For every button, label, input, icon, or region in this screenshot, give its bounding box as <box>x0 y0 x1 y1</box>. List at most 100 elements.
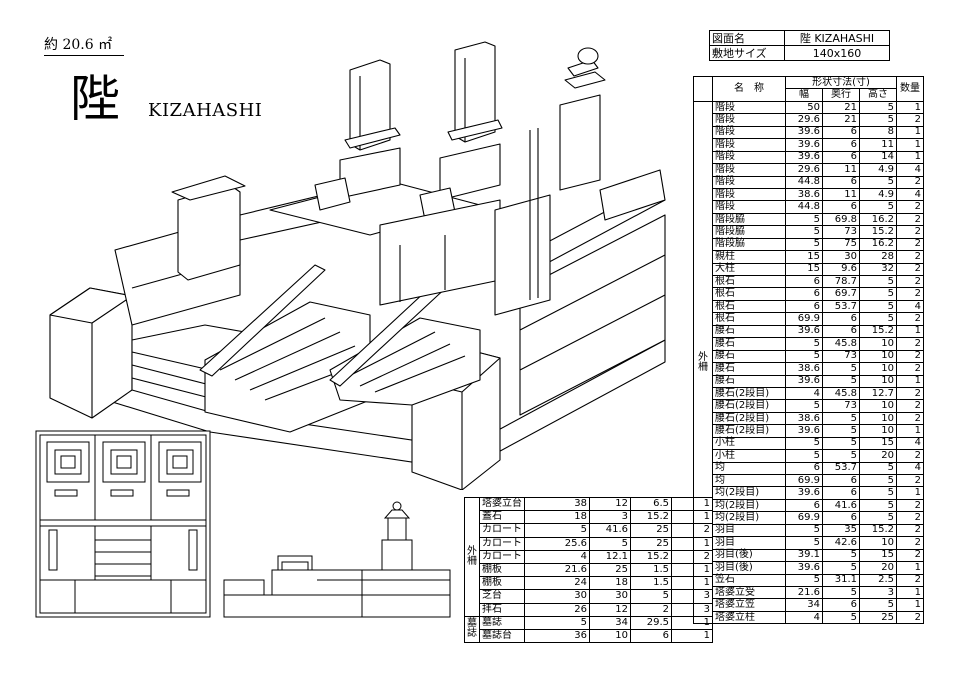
depth-cell: 12.1 <box>589 549 631 564</box>
part-name: 腰石 <box>712 374 786 388</box>
spec-col-height: 高さ <box>859 88 897 102</box>
height-cell: 14 <box>859 150 897 165</box>
qty-cell: 2 <box>896 212 924 227</box>
depth-cell: 12 <box>589 496 631 512</box>
part-name: 階段 <box>712 163 786 177</box>
width-cell: 39.6 <box>785 150 823 165</box>
spec-col-qty: 数量 <box>896 76 924 102</box>
part-name: 均 <box>712 473 786 488</box>
width-cell: 39.6 <box>785 324 823 339</box>
width-cell: 39.6 <box>785 424 823 438</box>
depth-cell: 34 <box>589 615 631 630</box>
qty-cell: 2 <box>896 536 924 550</box>
qty-cell: 2 <box>896 573 924 587</box>
width-cell: 18 <box>524 510 590 525</box>
qty-cell: 2 <box>896 511 924 525</box>
height-cell: 10 <box>859 411 897 426</box>
depth-cell: 5 <box>822 362 860 376</box>
depth-cell: 5 <box>822 561 860 575</box>
qty-cell: 1 <box>896 100 924 115</box>
part-name: 腰石 <box>712 324 786 339</box>
part-name: 拝石 <box>479 602 525 617</box>
width-cell: 5 <box>785 436 823 451</box>
height-cell: 2 <box>630 602 672 617</box>
part-name: 根石 <box>712 312 786 326</box>
part-name: 階段 <box>712 187 786 202</box>
qty-cell: 1 <box>896 138 924 152</box>
qty-cell: 1 <box>671 536 713 551</box>
depth-cell: 42.6 <box>822 536 860 550</box>
depth-cell: 6 <box>822 598 860 612</box>
width-cell: 15 <box>785 250 823 264</box>
height-cell: 5 <box>859 274 897 289</box>
width-cell: 5 <box>524 523 590 538</box>
qty-cell: 3 <box>671 602 713 617</box>
qty-cell: 2 <box>896 337 924 351</box>
width-cell: 5 <box>785 337 823 351</box>
height-cell: 6 <box>630 628 672 644</box>
depth-cell: 31.1 <box>822 573 860 587</box>
height-cell: 8 <box>859 125 897 140</box>
part-name: 芝台 <box>479 589 525 604</box>
qty-cell: 1 <box>896 561 924 575</box>
height-cell: 1.5 <box>630 562 672 578</box>
part-name: 階段脇 <box>712 212 786 227</box>
depth-cell: 6 <box>822 175 860 189</box>
width-cell: 50 <box>785 100 823 115</box>
height-cell: 16.2 <box>859 212 897 227</box>
part-name: 腰石 <box>712 337 786 351</box>
qty-cell: 1 <box>671 628 713 644</box>
width-cell: 4 <box>524 549 590 564</box>
area-underline <box>44 55 124 56</box>
depth-cell: 6 <box>822 200 860 214</box>
side-elevation-drawing <box>223 501 451 618</box>
width-cell: 39.6 <box>785 374 823 388</box>
part-name: 塔婆立笠 <box>712 598 786 612</box>
part-name: 根石 <box>712 274 786 289</box>
width-cell: 26 <box>524 602 590 617</box>
depth-cell: 45.8 <box>822 337 860 351</box>
width-cell: 5 <box>524 615 590 630</box>
qty-cell: 1 <box>671 510 713 525</box>
depth-cell: 6 <box>822 486 860 500</box>
depth-cell: 11 <box>822 163 860 177</box>
part-name: 塔婆立受 <box>712 585 786 600</box>
depth-cell: 6 <box>822 324 860 339</box>
part-name: 階段 <box>712 100 786 115</box>
width-cell: 34 <box>785 598 823 612</box>
qty-cell: 2 <box>671 549 713 564</box>
width-cell: 5 <box>785 536 823 550</box>
height-cell: 4.9 <box>859 163 897 177</box>
width-cell: 5 <box>785 399 823 413</box>
qty-cell: 4 <box>896 187 924 202</box>
depth-cell: 5 <box>822 548 860 563</box>
qty-cell: 2 <box>896 362 924 376</box>
site-size-value: 140x160 <box>784 45 890 61</box>
qty-cell: 2 <box>896 523 924 538</box>
spec-header-group: 形状寸法(寸) <box>785 75 897 90</box>
depth-cell: 69.8 <box>822 212 860 227</box>
height-cell: 5 <box>630 589 672 604</box>
width-cell: 6 <box>785 299 823 314</box>
lower-section-label-boshi: 墓誌 <box>464 615 480 644</box>
qty-cell: 1 <box>671 615 713 630</box>
depth-cell: 9.6 <box>822 262 860 277</box>
width-cell: 6 <box>785 498 823 513</box>
width-cell: 44.8 <box>785 175 823 189</box>
qty-cell: 4 <box>896 436 924 451</box>
drawing-name-label: 図面名 <box>709 30 785 46</box>
part-name: 親柱 <box>712 250 786 264</box>
